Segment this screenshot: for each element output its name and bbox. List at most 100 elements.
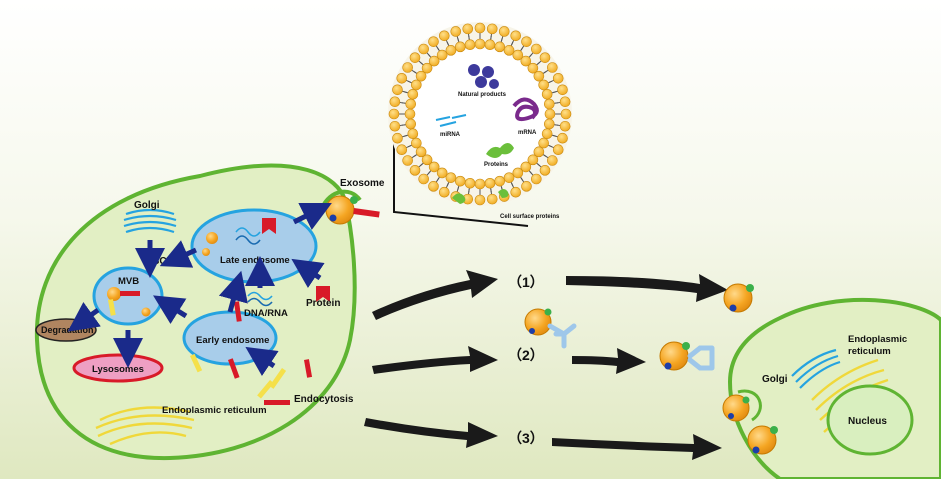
dna-rna-icon xyxy=(247,297,273,307)
dna-rna-label: DNA/RNA xyxy=(244,308,288,319)
er-right-label-line2: reticulum xyxy=(848,346,891,357)
early-endosome-yellow-marker xyxy=(190,353,203,373)
mirna-label: miRNA xyxy=(440,132,461,138)
lipid-head xyxy=(415,146,427,158)
lipid-head xyxy=(418,43,429,55)
route-1-arrow-right xyxy=(566,274,728,302)
route-1-label: （1） xyxy=(508,274,544,290)
lipid-head xyxy=(428,181,439,192)
lipid-head xyxy=(510,186,522,198)
lipid-head xyxy=(415,70,427,82)
route-3-exosome-marker xyxy=(770,426,778,434)
route-3-exosome-marker xyxy=(742,396,750,404)
lipid-head xyxy=(404,108,416,120)
route-3-exosome-marker xyxy=(752,446,760,454)
lipid-head xyxy=(474,22,486,34)
lipid-head xyxy=(407,88,419,100)
natural-products-icon xyxy=(468,64,499,89)
dna-icon xyxy=(235,235,261,245)
lipid-head xyxy=(486,193,498,205)
lipid-head xyxy=(428,161,440,173)
dna-rna-icon xyxy=(247,291,273,301)
route-1-arrow-left xyxy=(372,270,498,320)
exosome-marker-blue xyxy=(329,214,337,222)
lipid-head xyxy=(484,39,496,51)
lipid-head xyxy=(436,167,448,179)
lipid-head xyxy=(559,96,571,108)
mvb-yellow-marker xyxy=(107,299,116,316)
er-left-icon xyxy=(95,406,195,446)
nucleus xyxy=(826,384,914,456)
arrow-mvb-to-degradation xyxy=(67,301,101,332)
endocytosis-red-marker xyxy=(264,400,290,405)
antibody-icon xyxy=(547,323,577,349)
lipid-head xyxy=(531,43,542,55)
lipid-head xyxy=(521,36,532,47)
endocytosis-red-marker xyxy=(304,359,313,378)
arrow-early-to-late xyxy=(218,270,248,313)
endocytosis-yellow-marker xyxy=(269,368,287,389)
late-endosome-vesicle xyxy=(202,248,210,256)
lipid-head xyxy=(388,108,400,120)
protein-icon xyxy=(316,286,330,302)
late-endosome-vesicle xyxy=(206,232,218,244)
receptor-icon xyxy=(687,345,715,371)
lipid-head xyxy=(547,62,558,73)
lipid-head xyxy=(438,186,450,198)
er-left-label: Endoplasmic reticulum xyxy=(162,405,267,416)
endocytosis-yellow-marker xyxy=(257,380,274,399)
route-2-arrow-left xyxy=(372,346,498,374)
golgi-left-icon xyxy=(123,208,177,234)
lipid-head xyxy=(541,128,553,140)
mvb-red-marker xyxy=(120,291,140,296)
arrow-late-to-escrt xyxy=(159,240,198,268)
protein-label: Protein xyxy=(306,298,340,309)
lipid-head xyxy=(510,30,522,42)
route-2-bound-marker xyxy=(682,342,690,350)
golgi-left-label: Golgi xyxy=(134,200,160,211)
route-1-exosome-marker xyxy=(729,304,737,312)
lipid-head xyxy=(421,62,433,74)
route-1-exosome xyxy=(723,283,753,313)
lipid-head xyxy=(486,23,498,35)
early-endosome-red-marker xyxy=(234,301,242,322)
endocytosis-label: Endocytosis xyxy=(294,394,354,405)
lipid-head xyxy=(436,49,448,61)
lysosomes-label: Lysosomes xyxy=(92,364,144,375)
lipid-head xyxy=(539,52,551,63)
lipid-head xyxy=(503,45,515,56)
lipid-head xyxy=(543,118,555,130)
proteins-label: Proteins xyxy=(484,162,509,168)
lipid-head xyxy=(474,194,486,206)
early-endosome-red-marker xyxy=(227,358,240,379)
mrna-icon xyxy=(512,97,539,122)
er-right-label-line1: Endoplasmic xyxy=(848,334,907,345)
proteins-icon xyxy=(486,143,514,158)
lipid-head xyxy=(543,98,555,110)
lipid-head xyxy=(521,181,532,192)
exosome-inset xyxy=(388,22,572,206)
lipid-head xyxy=(544,108,556,120)
lipid-head xyxy=(418,173,429,185)
endocytic-pit xyxy=(737,389,762,422)
lipid-head xyxy=(539,165,551,176)
lipid-head xyxy=(533,70,545,82)
lipid-head xyxy=(438,30,450,42)
lipid-head xyxy=(498,26,510,37)
lipid-head xyxy=(450,26,462,37)
lipid-head xyxy=(407,128,419,140)
lipid-head xyxy=(527,154,539,166)
lipid-head xyxy=(520,161,532,173)
lipid-head xyxy=(454,41,466,53)
lipid-head xyxy=(557,132,568,144)
lipid-head xyxy=(533,146,545,158)
lipid-bilayer xyxy=(388,22,572,206)
lipid-head xyxy=(474,178,486,190)
surface-protein-icon xyxy=(452,193,466,204)
exosome-label: Exosome xyxy=(340,178,385,189)
lipid-head xyxy=(520,55,532,67)
lipid-head xyxy=(402,62,413,73)
protein-icon-red xyxy=(262,218,276,234)
route-arrows xyxy=(364,270,728,460)
